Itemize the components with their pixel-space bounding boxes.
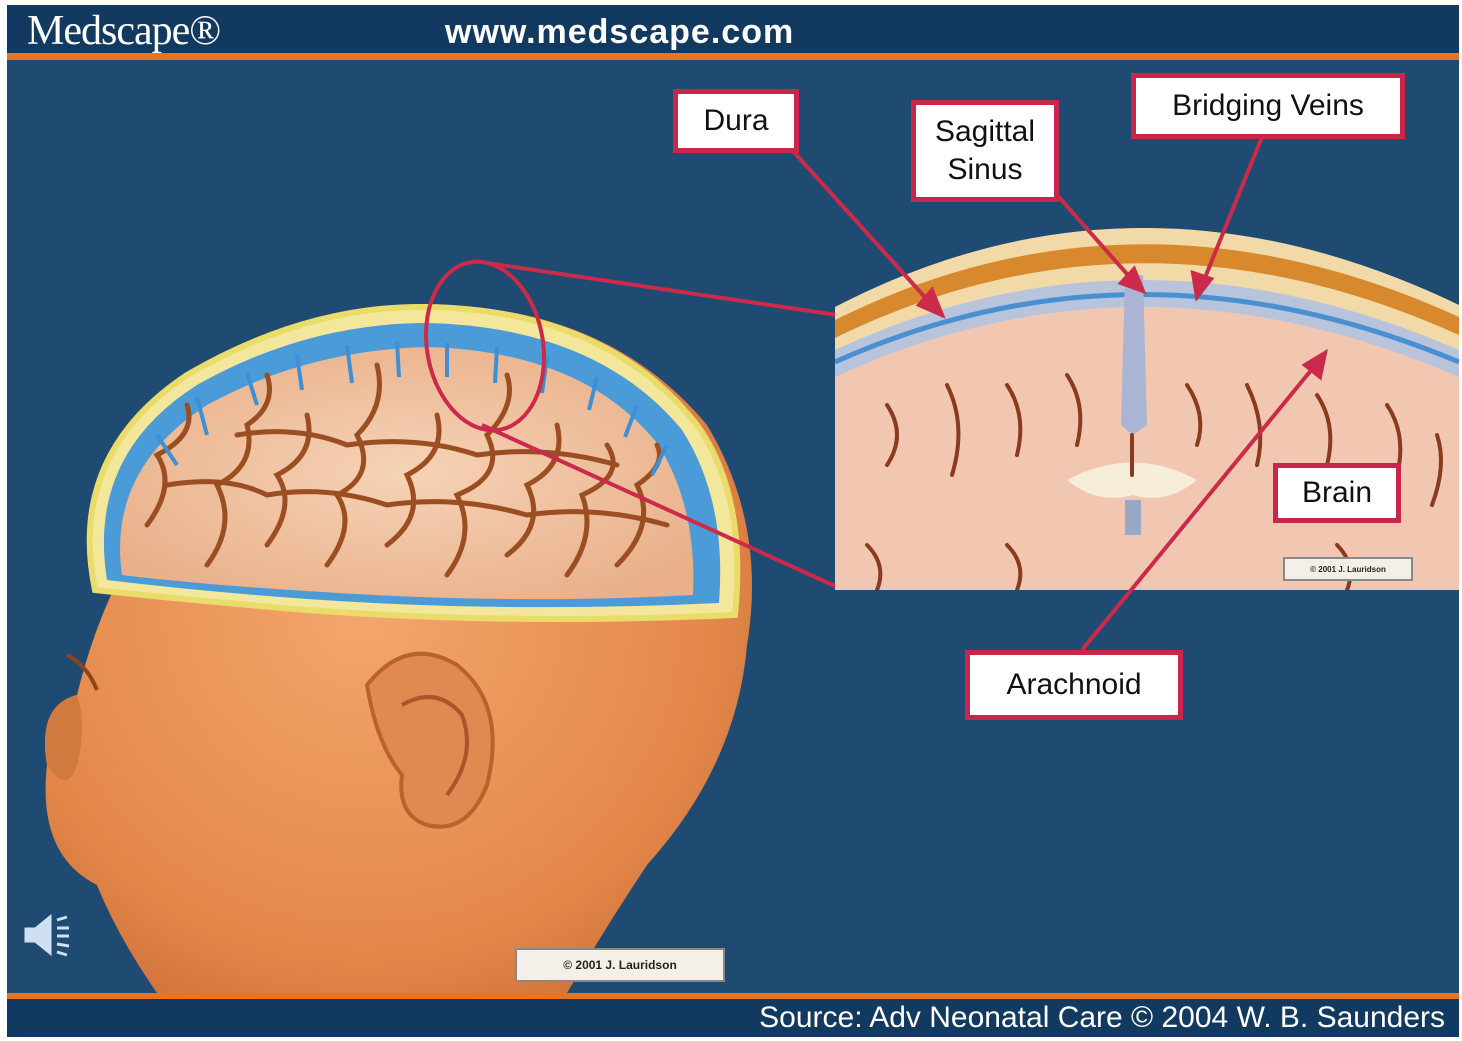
- label-bridging-veins: Bridging Veins: [1131, 73, 1405, 139]
- inset-credit: © 2001 J. Lauridson: [1283, 557, 1413, 581]
- label-dura: Dura: [673, 89, 799, 153]
- label-brain: Brain: [1273, 463, 1401, 523]
- slide-frame: Medscape® www.medscape.com: [7, 5, 1459, 1037]
- label-sagittal-sinus: Sagittal Sinus: [911, 100, 1059, 202]
- source-citation: Source: Adv Neonatal Care © 2004 W. B. S…: [759, 1001, 1445, 1035]
- speaker-icon[interactable]: [25, 915, 69, 955]
- exposed-brain: [90, 307, 738, 619]
- illustration-credit: © 2001 J. Lauridson: [515, 948, 725, 982]
- anatomy-illustration: [7, 5, 1459, 1037]
- footer-bar: Source: Adv Neonatal Care © 2004 W. B. S…: [7, 999, 1459, 1037]
- label-arachnoid: Arachnoid: [965, 650, 1183, 720]
- brain-cross-section-inset: [835, 155, 1459, 595]
